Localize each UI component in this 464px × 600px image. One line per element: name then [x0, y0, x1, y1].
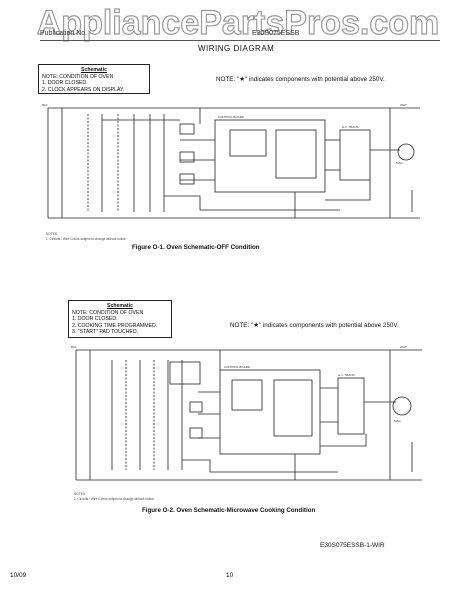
svg-text:CONTROL BOARD: CONTROL BOARD — [224, 365, 251, 369]
svg-text:BLK: BLK — [71, 345, 77, 349]
footnote-2: 1. Circuits / Wire Colors subject to cha… — [74, 497, 155, 501]
condition-box-title: Schematic — [107, 303, 133, 309]
svg-text:BLK: BLK — [42, 103, 48, 107]
publication-label: Publication No. — [40, 30, 88, 37]
voltage-note-2: NOTE: "★" indicates components with pote… — [230, 322, 399, 329]
condition-box-title: Schematic — [81, 67, 107, 73]
watermark: AppliancePartsPros.com — [36, 3, 440, 42]
footnote-1: 1. Circuits / Wire Colors subject to cha… — [46, 237, 127, 241]
footnote-label-1: NOTES — [46, 232, 57, 236]
condition-line: 1. DOOR CLOSED. — [72, 316, 118, 323]
footnote-label-2: NOTES — [74, 492, 85, 496]
schematic-cooking-condition: BLK WHT CONTROL BOARD H.V. TRANS MAG — [71, 345, 422, 481]
footer-date: 10/09 — [10, 572, 27, 579]
voltage-note-1: NOTE: "★" indicates components with pote… — [216, 76, 385, 83]
svg-text:H.V. TRANS: H.V. TRANS — [342, 125, 359, 129]
watermark-text: AppliancePartsPros.com — [37, 4, 439, 42]
svg-text:H.V. TRANS: H.V. TRANS — [338, 373, 355, 377]
svg-text:CONTROL BOARD: CONTROL BOARD — [218, 115, 245, 119]
condition-line: NOTE: CONDITION OF OVEN — [42, 73, 114, 80]
part-code: E30S075ESSB-1-WIR — [320, 542, 385, 549]
figure-caption-1: Figure O-1. Oven Schematic-OFF Condition — [132, 244, 260, 251]
condition-line: NOTE: CONDITION OF OVEN — [72, 309, 144, 316]
condition-line: 1. DOOR CLOSED. — [42, 80, 88, 87]
condition-box-2: Schematic NOTE: CONDITION OF OVEN 1. DOO… — [68, 300, 172, 338]
page-number: 10 — [226, 572, 234, 579]
header-rule — [40, 40, 440, 41]
svg-text:WHT: WHT — [400, 345, 407, 349]
condition-line: 2. CLOCK APPEARS ON DISPLAY. — [42, 86, 125, 93]
svg-text:MAG: MAG — [394, 419, 402, 423]
figure-caption-2: Figure O-2. Oven Schematic-Microwave Coo… — [142, 507, 316, 514]
svg-text:WHT: WHT — [400, 103, 407, 107]
svg-text:MAG: MAG — [396, 161, 404, 165]
condition-line: 2. COOKING TIME PROGRAMMED. — [72, 322, 158, 329]
model-number: E30S075ESSB — [252, 30, 300, 37]
schematic-off-condition: BLK WHT CONTROL BOARD H.V. TRANS MAG — [42, 103, 420, 219]
condition-line: 3. "START" PAD TOUCHED. — [72, 329, 139, 336]
condition-box-1: Schematic NOTE: CONDITION OF OVEN 1. DOO… — [38, 64, 150, 94]
page-title: WIRING DIAGRAM — [198, 44, 275, 53]
